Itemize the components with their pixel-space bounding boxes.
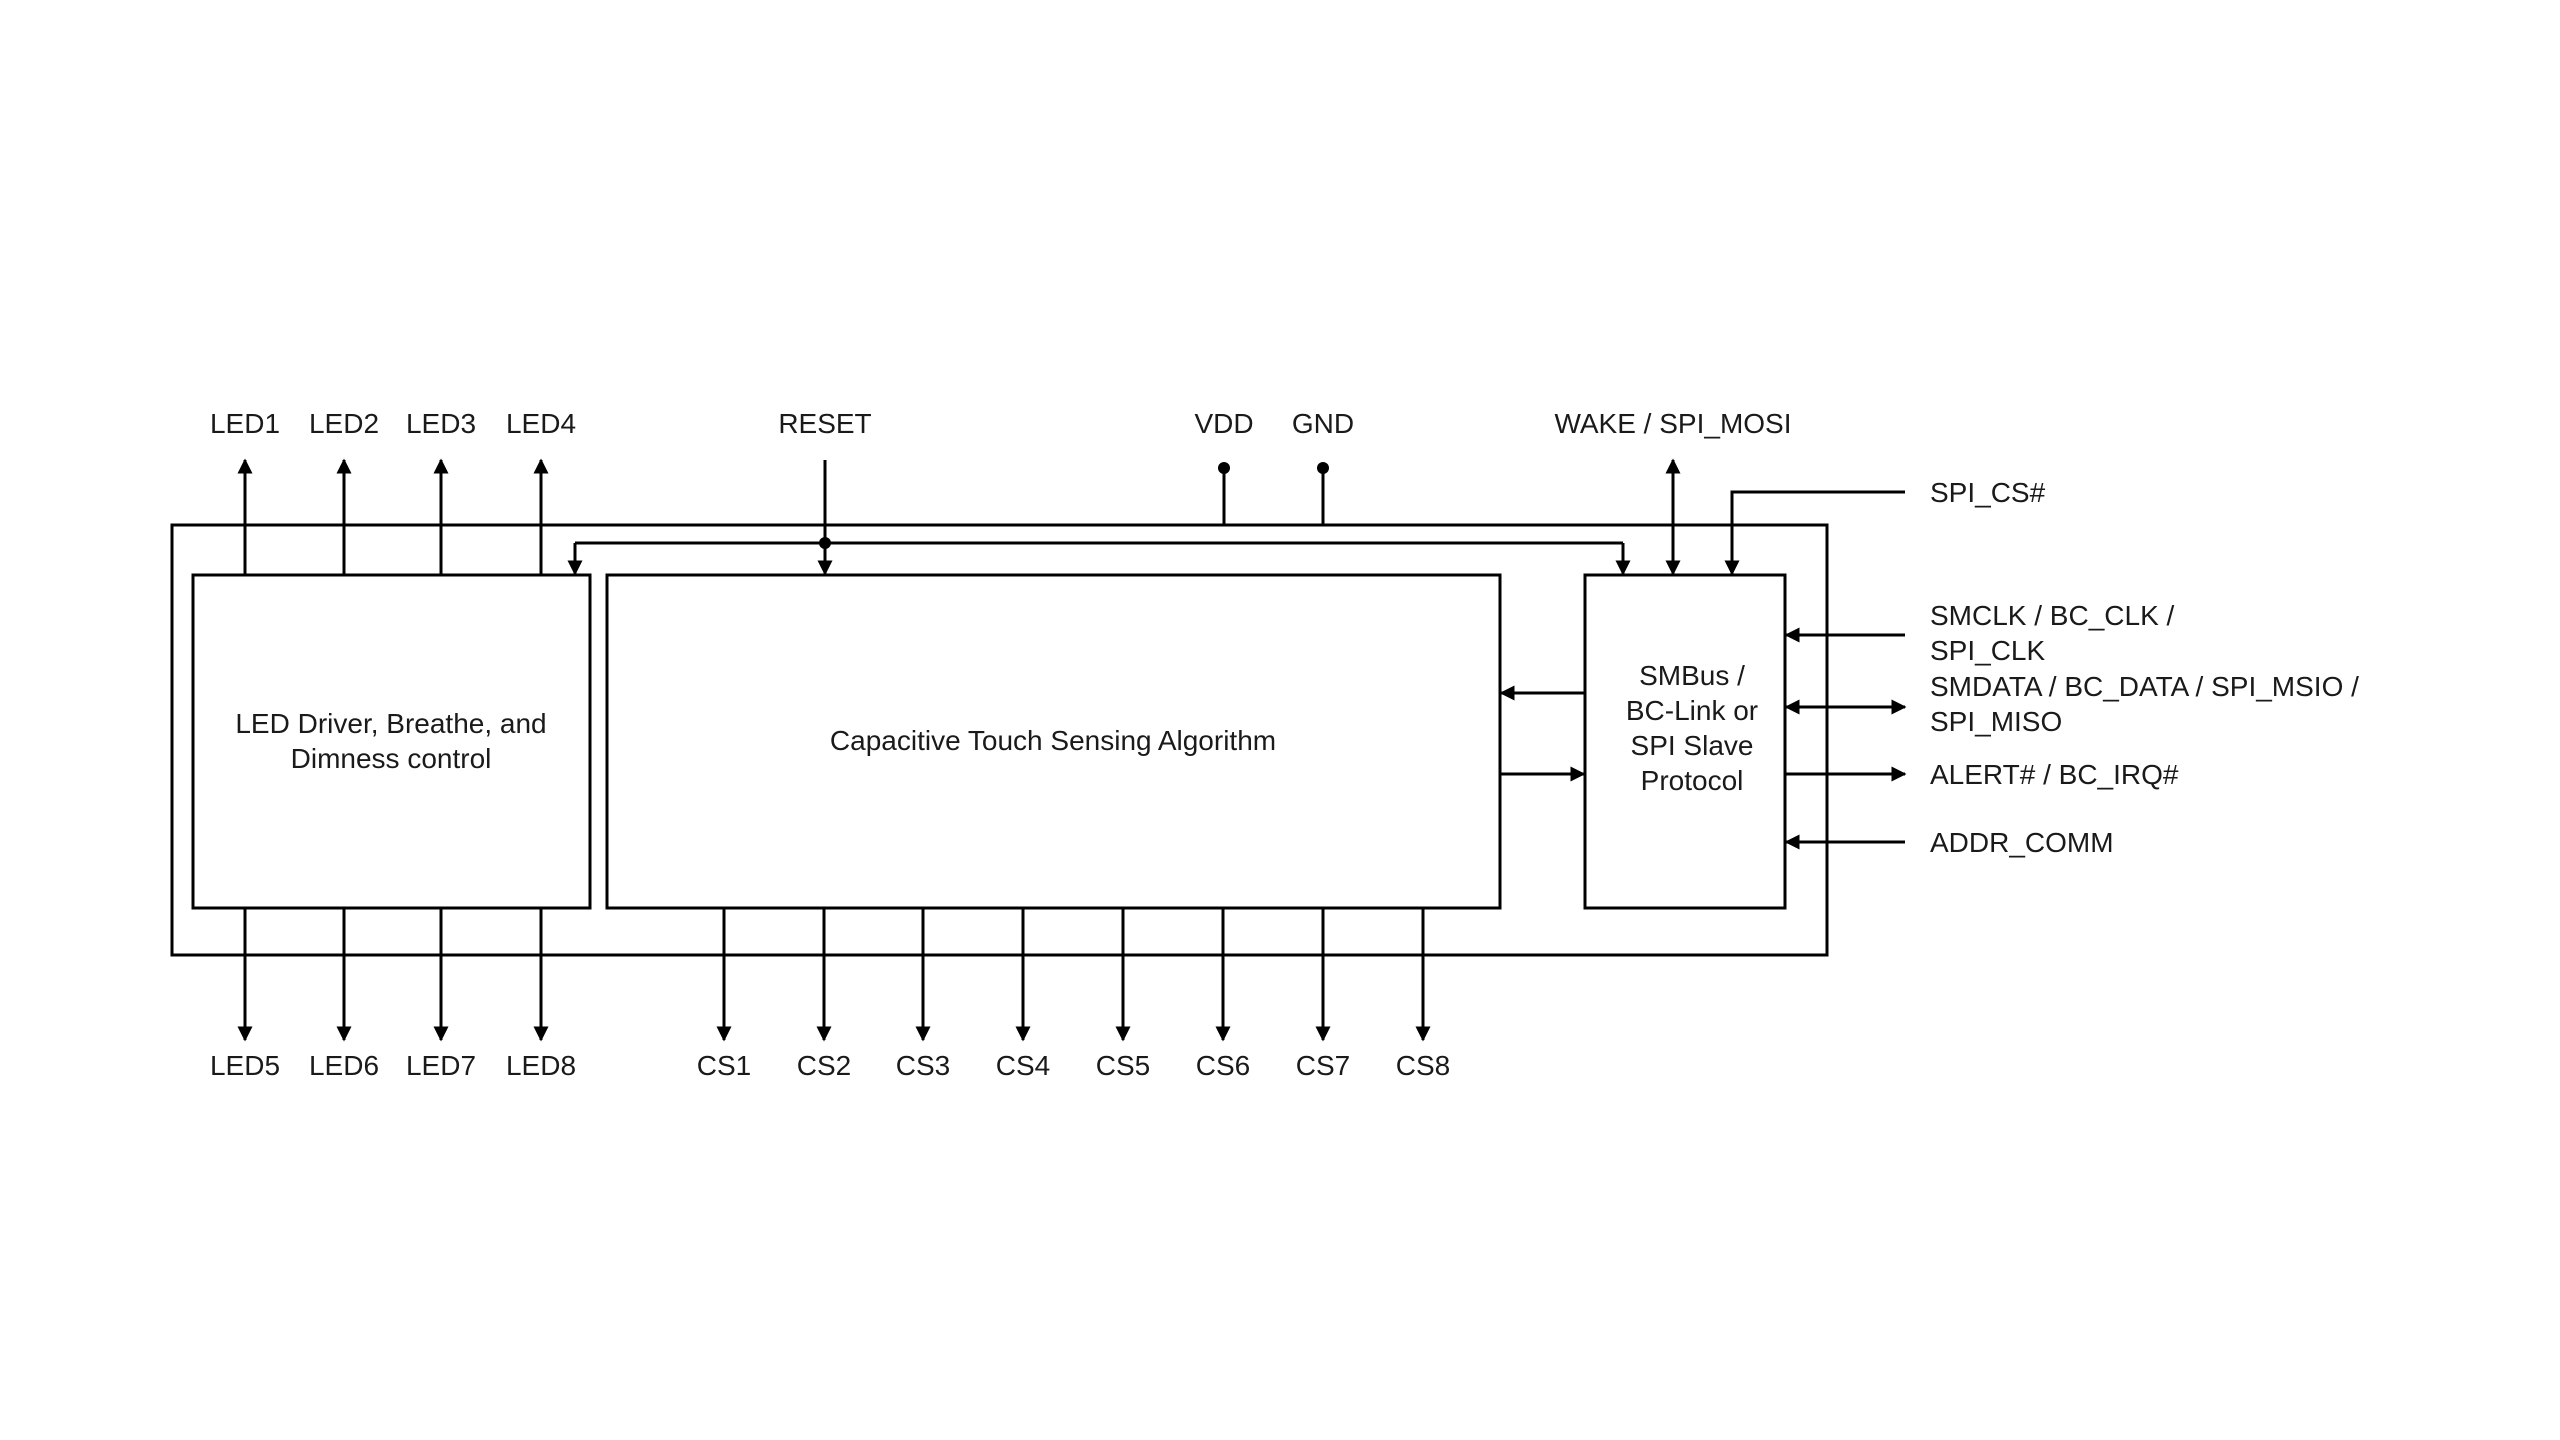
led7-label: LED7 bbox=[406, 1050, 476, 1081]
led2-label: LED2 bbox=[309, 408, 379, 439]
led3-label: LED3 bbox=[406, 408, 476, 439]
cs5-label: CS5 bbox=[1096, 1050, 1150, 1081]
cs2-label: CS2 bbox=[797, 1050, 851, 1081]
gnd-label: GND bbox=[1292, 408, 1354, 439]
spi-cs-label: SPI_CS# bbox=[1930, 477, 2046, 508]
protocol-label-line1: SMBus / bbox=[1639, 660, 1745, 691]
vdd-pin-dot bbox=[1218, 462, 1230, 474]
led-driver-label-line1: LED Driver, Breathe, and bbox=[235, 708, 546, 739]
protocol-label-line3: SPI Slave bbox=[1631, 730, 1754, 761]
led8-label: LED8 bbox=[506, 1050, 576, 1081]
protocol-label-line2: BC-Link or bbox=[1626, 695, 1758, 726]
led-driver-label-line2: Dimness control bbox=[291, 743, 492, 774]
protocol-block bbox=[1583, 573, 1787, 910]
led-driver-block bbox=[191, 573, 592, 910]
vdd-label: VDD bbox=[1194, 408, 1253, 439]
led6-label: LED6 bbox=[309, 1050, 379, 1081]
cs4-label: CS4 bbox=[996, 1050, 1050, 1081]
led1-label: LED1 bbox=[210, 408, 280, 439]
smclk-label-line1: SMCLK / BC_CLK / bbox=[1930, 600, 2175, 631]
touch-sensing-label: Capacitive Touch Sensing Algorithm bbox=[830, 725, 1276, 756]
cs8-label: CS8 bbox=[1396, 1050, 1450, 1081]
alert-label: ALERT# / BC_IRQ# bbox=[1930, 759, 2179, 790]
smclk-label-line2: SPI_CLK bbox=[1930, 635, 2045, 666]
smdata-label-line2: SPI_MISO bbox=[1930, 706, 2062, 737]
reset-label: RESET bbox=[778, 408, 871, 439]
cs1-label: CS1 bbox=[697, 1050, 751, 1081]
touch-sensing-block bbox=[605, 573, 1502, 910]
cs6-label: CS6 bbox=[1196, 1050, 1250, 1081]
led4-label: LED4 bbox=[506, 408, 576, 439]
addr-label: ADDR_COMM bbox=[1930, 827, 2114, 858]
gnd-pin-dot bbox=[1317, 462, 1329, 474]
cs7-label: CS7 bbox=[1296, 1050, 1350, 1081]
spi-cs-line bbox=[1724, 490, 1905, 576]
smdata-label-line1: SMDATA / BC_DATA / SPI_MSIO / bbox=[1930, 671, 2359, 702]
protocol-label-line4: Protocol bbox=[1641, 765, 1744, 796]
wake-label: WAKE / SPI_MOSI bbox=[1554, 408, 1791, 439]
led5-label: LED5 bbox=[210, 1050, 280, 1081]
cs3-label: CS3 bbox=[896, 1050, 950, 1081]
